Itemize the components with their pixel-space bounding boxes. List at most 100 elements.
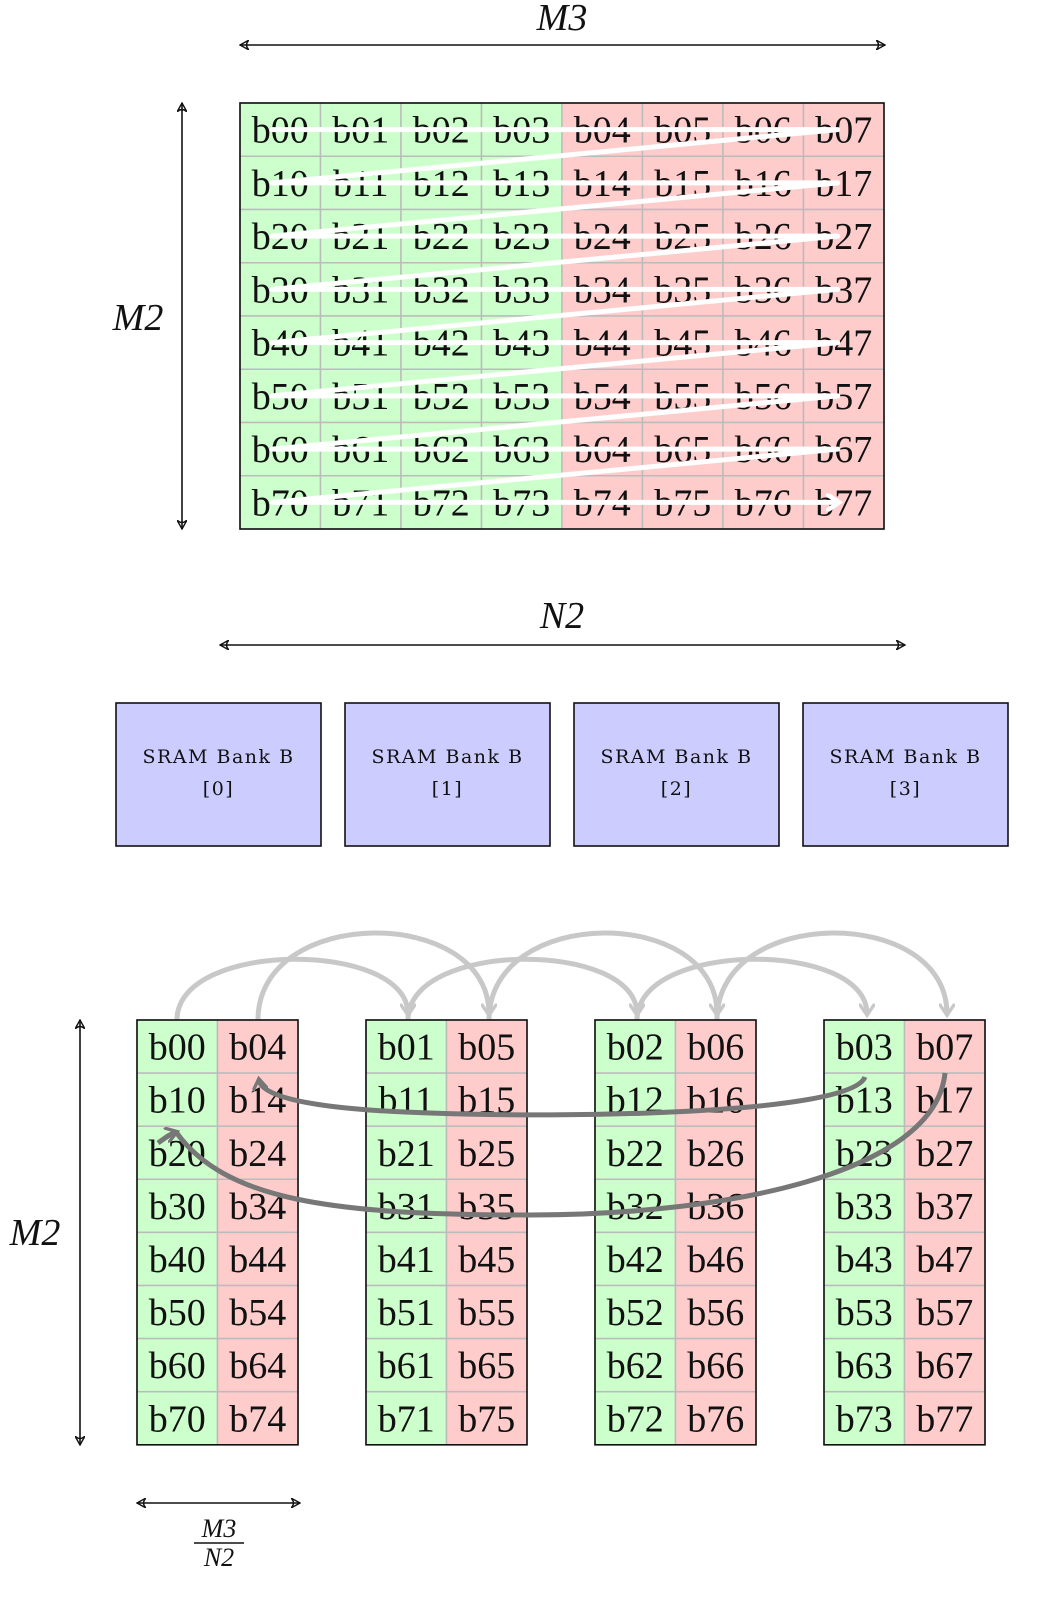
bank-cell: b55 [458,1292,515,1334]
wraparound-arrow-upper [259,1075,868,1118]
bank-cell: b27 [916,1133,973,1175]
bank-cell-bg [216,1019,299,1074]
bank-cell: b57 [916,1292,973,1334]
bank-cell: b50 [149,1292,206,1334]
fraction-denominator: N2 [203,1543,234,1572]
bank-cell-bg [903,1178,986,1234]
bank-cell: b65 [458,1345,515,1387]
bank-cell: b61 [378,1345,435,1387]
fraction-numerator: M3 [201,1514,237,1543]
bank-cell: b51 [378,1292,435,1334]
bank-cell-bg [216,1284,299,1340]
bank-cell: b63 [836,1345,893,1387]
bank-cell: b05 [458,1027,515,1069]
bank-cell-bg [365,1390,448,1446]
bank-index: [2] [661,778,692,800]
bank-cell: b01 [378,1027,435,1069]
bank-cell-bg [594,1231,677,1287]
bank-cell: b64 [229,1345,286,1387]
wraparound-arrows [156,1072,948,1218]
bank-cell-bg [365,1231,448,1287]
bank-cell: b36 [687,1186,744,1228]
bank-cell: b04 [229,1027,286,1069]
bank-index: [0] [203,778,234,800]
bank-cell-bg [445,1390,528,1446]
distribution-arc [486,930,717,1021]
bank-cell-bg [216,1390,299,1446]
bank-title: SRAM Bank B [371,746,523,768]
bank-cell: b46 [687,1239,744,1281]
bank-cell: b30 [149,1186,206,1228]
m2-bank-label: M2 [9,1212,61,1254]
bank-cell-bg [445,1072,528,1127]
bank-cell-bg [674,1072,757,1127]
bank-cell: b52 [607,1292,664,1334]
scan-path-line [269,127,838,503]
row-major-scan-path [269,127,838,503]
banks-section: N2 SRAM Bank B[0]SRAM Bank B[1]SRAM Bank… [115,595,1009,847]
bank-cell: b13 [836,1080,893,1122]
bank-cell: b72 [607,1398,664,1440]
bank-cell-bg [365,1284,448,1340]
bank-cell: b41 [378,1239,435,1281]
bank-cell-bg [674,1337,757,1393]
bank-cell: b25 [458,1133,515,1175]
bank-cell: b00 [149,1027,206,1069]
bank-title: SRAM Bank B [142,746,294,768]
sram-banks: SRAM Bank B[0]SRAM Bank B[1]SRAM Bank B[… [115,702,1009,847]
bank-cell-bg [136,1072,219,1127]
bank-cell-bg [365,1125,448,1181]
bank-cell-bg [445,1125,528,1181]
bank-cell-bg [365,1178,448,1234]
bank-cell: b73 [836,1398,893,1440]
bank-cell: b03 [836,1027,893,1069]
bank-cell: b77 [916,1398,973,1440]
bank-title: SRAM Bank B [600,746,752,768]
bank-cell: b53 [836,1292,893,1334]
bank-cell: b07 [916,1027,973,1069]
distribution-arc [634,956,867,1021]
matrix-border [239,102,885,530]
bank-cell-bg [903,1019,986,1074]
bank-cell: b02 [607,1027,664,1069]
sram-bank-2: SRAM Bank B [2] [573,702,780,847]
bank-cell: b37 [916,1186,973,1228]
bank-cell: b31 [378,1186,435,1228]
bank-cell: b33 [836,1186,893,1228]
bank-cell: b42 [607,1239,664,1281]
bank-cell: b16 [687,1080,744,1122]
m3-label: M3 [536,0,588,39]
bank-cell-bg [136,1284,219,1340]
bank-cell-bg [594,1284,677,1340]
bank-cell: b35 [458,1186,515,1228]
distribution-arc [174,956,408,1021]
bank-cell-bg [594,1125,677,1181]
bank-cell: b75 [458,1398,515,1440]
sram-bank-1: SRAM Bank B[1] [344,702,551,847]
bank-cell-bg [903,1231,986,1287]
bank-cell: b54 [229,1292,286,1334]
bank-cell: b06 [687,1027,744,1069]
bank-cell-bg [136,1390,219,1446]
n2-label: N2 [539,595,584,637]
bank-cell: b47 [916,1239,973,1281]
bank-cell: b74 [229,1398,286,1440]
bank-cell-bg [674,1125,757,1181]
bank-cell: b70 [149,1398,206,1440]
m2-label: M2 [112,297,164,339]
bank-cell: b56 [687,1292,744,1334]
bank-cell-bg [365,1337,448,1393]
bank-cell: b26 [687,1133,744,1175]
bank-cell: b43 [836,1239,893,1281]
bank-cell: b40 [149,1239,206,1281]
wraparound-arrow-lower [156,1072,948,1218]
bank-cell: b22 [607,1133,664,1175]
bank-index: [3] [890,778,921,800]
